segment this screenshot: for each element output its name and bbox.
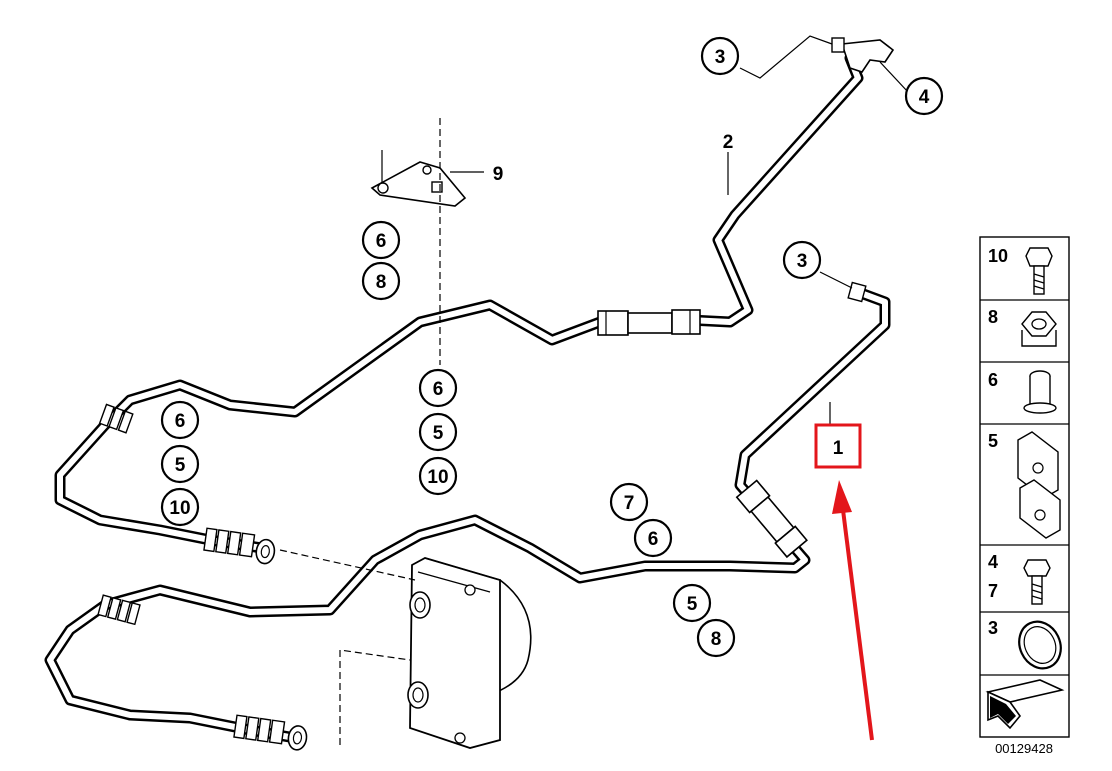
callouts: 3 4 2 9 6 8 3 6 5 xyxy=(160,36,944,658)
callout-label: 3 xyxy=(715,47,726,68)
callout-label: 8 xyxy=(711,629,722,650)
callout-6-left[interactable]: 6 xyxy=(160,400,200,440)
callout-7-right[interactable]: 7 xyxy=(609,482,649,522)
leader-lines xyxy=(279,35,909,745)
callout-label: 5 xyxy=(175,455,186,476)
hose-2-coupling xyxy=(597,309,701,336)
legend-label: 3 xyxy=(988,618,998,638)
line-1-top-fitting xyxy=(847,281,867,303)
callout-10-center[interactable]: 10 xyxy=(418,456,458,496)
clip-nut-icon xyxy=(1017,431,1061,539)
callout-9[interactable]: 9 xyxy=(493,164,504,185)
callout-label: 10 xyxy=(169,498,190,519)
hose-1-coupling xyxy=(735,479,808,559)
legend-label: 8 xyxy=(988,307,998,327)
top-bracket-fitting xyxy=(831,37,895,73)
callout-label: 6 xyxy=(175,411,186,432)
callout-6-right[interactable]: 6 xyxy=(633,518,673,558)
legend-label: 10 xyxy=(988,246,1008,266)
callout-5-left[interactable]: 5 xyxy=(160,444,200,484)
callout-1-highlighted[interactable]: 1 xyxy=(814,423,862,469)
mounting-bracket xyxy=(370,161,467,207)
arrow-icon xyxy=(985,679,1065,730)
callout-label: 1 xyxy=(833,438,844,459)
oil-cooler xyxy=(407,557,532,749)
legend-row-5[interactable]: 5 xyxy=(988,431,1061,539)
callout-10-left[interactable]: 10 xyxy=(160,487,200,527)
callout-label: 9 xyxy=(493,164,504,185)
hose-1-left-fitting xyxy=(97,594,141,626)
callout-label: 10 xyxy=(427,467,448,488)
callout-4[interactable]: 4 xyxy=(904,76,944,116)
hose-1-cooler-fitting xyxy=(233,714,308,751)
legend-row-6[interactable]: 6 xyxy=(988,370,1057,414)
legend-label: 6 xyxy=(988,370,998,390)
callout-3-middle[interactable]: 3 xyxy=(782,240,822,280)
bolt-icon xyxy=(1023,559,1051,605)
red-pointer-arrow-icon xyxy=(832,480,874,741)
callout-label: 5 xyxy=(687,594,698,615)
parts-legend: 10 8 6 xyxy=(979,236,1070,738)
bolt-icon xyxy=(1025,247,1053,295)
callout-label: 6 xyxy=(376,231,387,252)
callout-label: 2 xyxy=(723,132,734,153)
callout-8-bottom[interactable]: 8 xyxy=(696,618,736,658)
callout-2[interactable]: 2 xyxy=(723,132,734,153)
callout-6-center[interactable]: 6 xyxy=(418,368,458,408)
callout-8-bracket[interactable]: 8 xyxy=(361,261,401,301)
callout-label: 6 xyxy=(433,379,444,400)
callout-label: 6 xyxy=(648,529,659,550)
callout-label: 3 xyxy=(797,251,808,272)
legend-row-arrow[interactable] xyxy=(985,679,1065,730)
hose-2-cooler-fitting xyxy=(203,527,276,565)
legend-row-3[interactable]: 3 xyxy=(988,615,1068,675)
callout-label: 5 xyxy=(433,423,444,444)
o-ring-icon xyxy=(1018,620,1062,670)
callout-label: 7 xyxy=(624,493,635,514)
legend-label: 5 xyxy=(988,431,998,451)
callout-5-bottom[interactable]: 5 xyxy=(672,583,712,623)
legend-row-4-7[interactable]: 4 7 xyxy=(988,552,1051,605)
callout-5-center[interactable]: 5 xyxy=(418,412,458,452)
sleeve-icon xyxy=(1023,370,1057,414)
callout-label: 4 xyxy=(919,87,930,108)
legend-row-8[interactable]: 8 xyxy=(988,307,1057,347)
callout-3-top[interactable]: 3 xyxy=(700,36,740,76)
hoses xyxy=(44,37,895,751)
legend-row-10[interactable]: 10 xyxy=(988,246,1053,295)
nut-icon xyxy=(1021,311,1057,347)
hose-2-left-fitting xyxy=(98,403,134,434)
legend-label: 7 xyxy=(988,581,998,601)
callout-label: 8 xyxy=(376,272,387,293)
reference-number: 00129428 xyxy=(995,741,1053,756)
callout-6-bracket[interactable]: 6 xyxy=(361,220,401,260)
legend-label: 4 xyxy=(988,552,998,572)
